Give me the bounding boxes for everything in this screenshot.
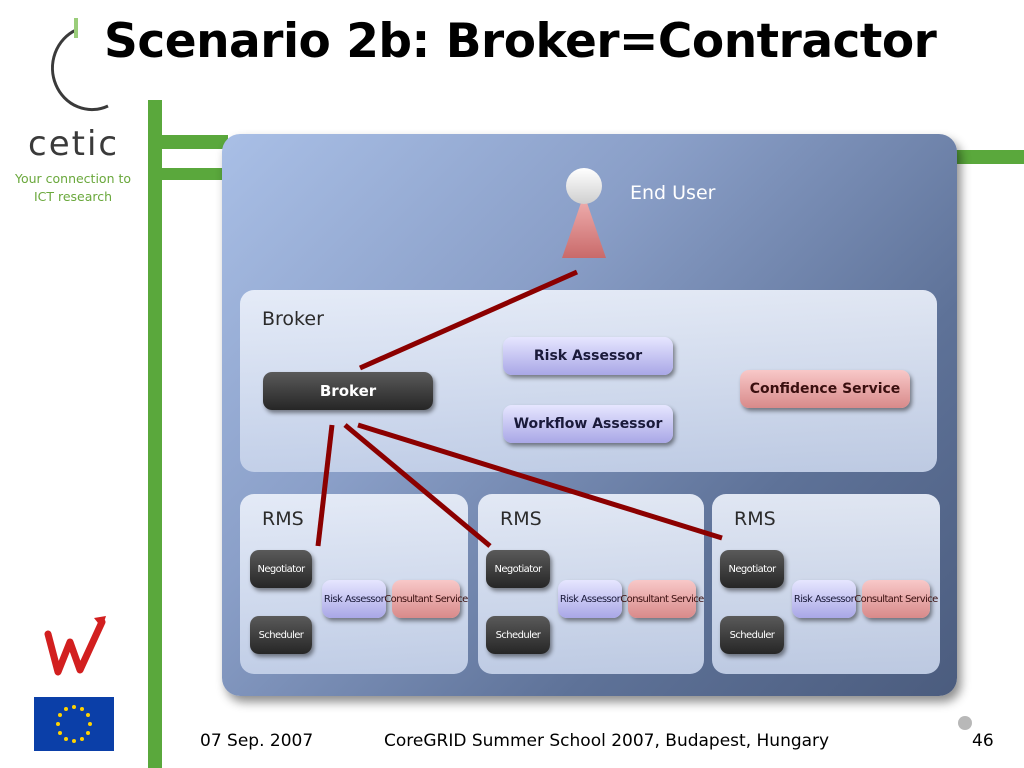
negotiator-node: Negotiator bbox=[250, 550, 312, 588]
rms-risk-assessor-node: Risk Assessor bbox=[792, 580, 856, 618]
consultant-service-node: Consultant Service bbox=[854, 580, 938, 618]
broker-box-label: Broker bbox=[262, 308, 324, 330]
rms-risk-assessor-node: Risk Assessor bbox=[322, 580, 386, 618]
connector-broker-rms1 bbox=[315, 424, 335, 547]
footer-event: CoreGRID Summer School 2007, Budapest, H… bbox=[384, 731, 830, 751]
footer-page-number: 46 bbox=[972, 731, 994, 751]
eu-flag-icon bbox=[34, 697, 114, 751]
logo-tagline: Your connection to ICT research bbox=[4, 170, 142, 206]
logo-tagline-line2: ICT research bbox=[33, 189, 113, 204]
frame-horizontal-line-middle bbox=[148, 168, 228, 180]
connector-enduser-broker bbox=[358, 269, 579, 371]
footer-date: 07 Sep. 2007 bbox=[200, 731, 314, 751]
frame-horizontal-line-top bbox=[148, 135, 228, 149]
w-logo-icon bbox=[44, 616, 106, 676]
rms-box-label: RMS bbox=[262, 508, 304, 530]
rms-box-label: RMS bbox=[734, 508, 776, 530]
logo-name: cetic bbox=[28, 124, 120, 164]
consultant-service-node: Consultant Service bbox=[620, 580, 704, 618]
end-user-label: End User bbox=[630, 182, 716, 204]
end-user-icon bbox=[562, 168, 606, 258]
scheduler-node: Scheduler bbox=[720, 616, 784, 654]
footer-dot-icon bbox=[958, 716, 972, 730]
connector-broker-rms3 bbox=[357, 422, 723, 541]
rms-box-label: RMS bbox=[500, 508, 542, 530]
slide-title: Scenario 2b: Broker=Contractor bbox=[104, 14, 937, 69]
rms-risk-assessor-node: Risk Assessor bbox=[558, 580, 622, 618]
negotiator-node: Negotiator bbox=[720, 550, 784, 588]
risk-assessor-node: Risk Assessor bbox=[503, 337, 673, 375]
confidence-service-node: Confidence Service bbox=[740, 370, 910, 408]
workflow-assessor-node: Workflow Assessor bbox=[503, 405, 673, 443]
cetic-logo-icon bbox=[51, 18, 109, 112]
scheduler-node: Scheduler bbox=[486, 616, 550, 654]
logo-tagline-line1: Your connection to bbox=[14, 171, 132, 186]
scheduler-node: Scheduler bbox=[250, 616, 312, 654]
consultant-service-node: Consultant Service bbox=[384, 580, 468, 618]
negotiator-node: Negotiator bbox=[486, 550, 550, 588]
frame-vertical-line bbox=[148, 100, 162, 768]
broker-node: Broker bbox=[263, 372, 433, 410]
connector-broker-rms2 bbox=[343, 423, 492, 548]
frame-horizontal-line-top-right bbox=[955, 150, 1024, 164]
